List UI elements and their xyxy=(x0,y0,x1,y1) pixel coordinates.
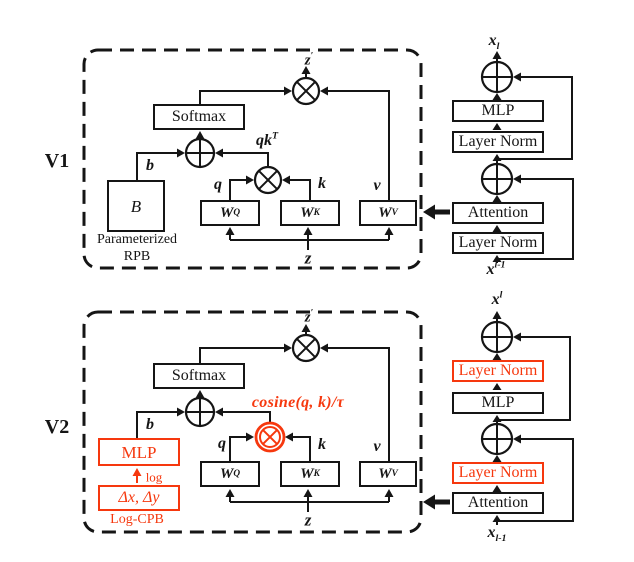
v2-delta-box: Δx, Δy xyxy=(98,485,180,511)
v1-z-out-label: z′ xyxy=(304,51,314,69)
v2-block-attention-box: Attention xyxy=(452,492,544,514)
v1-add-op-icon xyxy=(184,137,216,169)
v1-section-label: V1 xyxy=(44,150,70,172)
v2-attention-to-wv-arrow xyxy=(423,494,450,510)
v2-q-label: q xyxy=(218,435,226,452)
v2-section-label: V2 xyxy=(44,416,70,438)
v1-matmul-output-op-icon xyxy=(291,76,321,106)
v2-block-layernorm-top-box: Layer Norm xyxy=(452,360,544,382)
v1-block-layernorm-bottom-box: Layer Norm xyxy=(452,232,544,254)
v1-block-add-op-bottom-icon xyxy=(480,162,514,196)
v1-v-label: v xyxy=(373,177,381,194)
v2-add-op-icon xyxy=(184,396,216,428)
v2-mlp-box: MLP xyxy=(98,438,180,466)
v2-softmax-box: Softmax xyxy=(153,363,245,389)
v2-block-add-op-top-icon xyxy=(480,320,514,354)
v2-matmul-output-op-icon xyxy=(291,333,321,363)
v1-block-mlp-box: MLP xyxy=(452,100,544,122)
v2-scaled-cosine-op-icon xyxy=(254,421,286,453)
v2-v-label: v xyxy=(373,438,381,455)
v1-qkt-label: qkT xyxy=(255,130,279,149)
v1-z-in-label: z xyxy=(304,248,312,268)
v2-block-x-in-label: xl-1 xyxy=(487,524,507,545)
v1-block-connectors xyxy=(480,51,574,263)
v1-block-x-in-label: xl-1 xyxy=(486,259,506,278)
v1-qk-matmul-op-icon xyxy=(253,165,283,195)
v2-block-layernorm-bottom-box: Layer Norm xyxy=(452,462,544,484)
v1-panel-connectors xyxy=(82,48,450,270)
v2-b-label: b xyxy=(146,416,154,433)
v1-rpb-caption-line2: RPB xyxy=(123,249,151,264)
v2-block-mlp-box: MLP xyxy=(452,392,544,414)
log-arrow xyxy=(132,468,142,476)
v2-z-in-label: z xyxy=(304,510,312,530)
v1-block-attention-box: Attention xyxy=(452,202,544,224)
v2-panel-connectors xyxy=(82,310,450,534)
v1-k-label: k xyxy=(318,175,326,192)
v2-cosine-label: cosine(q, k)/τ xyxy=(251,394,345,411)
v2-z-out-label: z′ xyxy=(304,308,314,326)
v2-block-x-out-label: xl xyxy=(491,289,503,308)
v1-b-label: b xyxy=(146,157,154,174)
v2-block-add-op-bottom-icon xyxy=(480,422,514,456)
v2-log-label: log xyxy=(145,469,163,485)
v1-rpb-caption-line1: Parameterized xyxy=(96,232,178,247)
v2-logcpb-caption: Log-CPB xyxy=(110,512,164,527)
v1-softmax-box: Softmax xyxy=(153,104,245,130)
v1-block-x-out-label: xl xyxy=(488,32,500,53)
v2-k-label: k xyxy=(318,436,326,453)
v2-block-connectors xyxy=(480,311,574,525)
v1-dashed-boundary xyxy=(82,48,423,270)
v1-block-add-op-top-icon xyxy=(480,60,514,94)
v1-rpb-matrix-box: B xyxy=(107,180,165,232)
v1-block-layernorm-top-box: Layer Norm xyxy=(452,131,544,153)
v1-attention-to-wv-arrow xyxy=(423,204,450,220)
v2-dashed-boundary xyxy=(82,310,423,534)
v1-q-label: q xyxy=(214,176,222,193)
